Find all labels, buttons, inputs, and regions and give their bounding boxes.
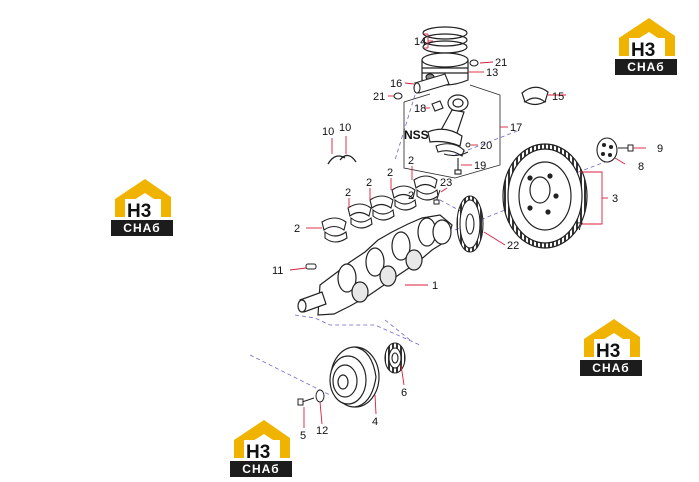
callout-10-b: 10 bbox=[339, 122, 351, 134]
callout-21: 21 bbox=[495, 57, 507, 69]
callout-16: 16 bbox=[390, 78, 402, 90]
piston-pin bbox=[413, 73, 450, 94]
callout-2-b: 2 bbox=[345, 187, 351, 199]
callout-11: 11 bbox=[272, 265, 283, 277]
callout-2-d: 2 bbox=[387, 167, 393, 179]
pulley-washer bbox=[315, 389, 325, 403]
watermark-logo: H3 CHAб bbox=[111, 177, 175, 237]
callout-2-c: 2 bbox=[366, 177, 372, 189]
crank-key bbox=[305, 263, 317, 270]
conrod-group-frame bbox=[403, 84, 501, 179]
house-logo-icon: H3 bbox=[234, 420, 290, 462]
watermark-caption: CHAб bbox=[111, 220, 173, 236]
callout-22: 22 bbox=[507, 240, 519, 252]
callout-17: 17 bbox=[510, 122, 522, 134]
flywheel bbox=[502, 143, 588, 249]
bearing-pair-3 bbox=[369, 195, 395, 221]
svg-text:H3: H3 bbox=[631, 40, 655, 60]
bearing-pair-4 bbox=[391, 185, 417, 211]
callout-18: 18 bbox=[414, 103, 426, 115]
callout-23: 23 bbox=[440, 177, 452, 189]
thrust-washers bbox=[327, 154, 357, 165]
bolt-23 bbox=[433, 189, 441, 205]
crankshaft bbox=[297, 214, 453, 316]
watermark-caption: CHAб bbox=[580, 360, 642, 376]
flywheel-plate bbox=[596, 137, 618, 163]
main-bearing-shell-15 bbox=[521, 86, 549, 106]
rod-bearing-shells bbox=[435, 143, 469, 157]
crank-pulley bbox=[329, 346, 380, 408]
connecting-rod bbox=[427, 94, 469, 147]
callout-2-f: 2 bbox=[408, 190, 414, 202]
callout-10: 10 bbox=[322, 126, 334, 138]
callout-13: 13 bbox=[486, 67, 498, 79]
callout-21-b: 21 bbox=[373, 91, 385, 103]
callout-7: 7 bbox=[577, 221, 583, 233]
callout-2-a: 2 bbox=[294, 223, 300, 235]
svg-text:H3: H3 bbox=[127, 201, 151, 221]
house-logo-icon: H3 bbox=[584, 319, 640, 361]
bearing-pair-1 bbox=[321, 217, 348, 243]
callout-15: 15 bbox=[552, 91, 564, 103]
svg-text:H3: H3 bbox=[246, 442, 270, 462]
bearing-pair-5 bbox=[413, 175, 439, 201]
callout-1: 1 bbox=[432, 280, 438, 292]
rod-dowel bbox=[465, 142, 471, 148]
piston-rings bbox=[422, 26, 468, 54]
crank-timing-gear bbox=[456, 195, 484, 253]
callout-12: 12 bbox=[316, 425, 328, 437]
watermark-logo: H3 CHAб bbox=[615, 16, 679, 76]
callout-nss: NSS bbox=[404, 128, 429, 142]
crank-sprocket bbox=[384, 342, 406, 374]
callout-20: 20 bbox=[480, 140, 492, 152]
small-end-bush bbox=[431, 100, 444, 112]
rod-bolt bbox=[454, 158, 462, 175]
callout-2-e: 2 bbox=[408, 155, 414, 167]
pulley-bolt bbox=[297, 397, 315, 406]
callout-8: 8 bbox=[638, 161, 644, 173]
bearing-pair-2 bbox=[347, 203, 373, 229]
callout-5: 5 bbox=[300, 430, 306, 442]
watermark-logo: H3 CHAб bbox=[580, 317, 644, 377]
callout-4: 4 bbox=[372, 416, 378, 428]
callout-19: 19 bbox=[474, 160, 486, 172]
watermark-logo: H3 CHAб bbox=[230, 418, 294, 478]
callout-3: 3 bbox=[612, 193, 618, 205]
watermark-caption: CHAб bbox=[615, 59, 677, 75]
leader-lines bbox=[289, 33, 646, 428]
callout-labels: 14 21 13 16 21 15 18 17 NSS 20 19 10 10 … bbox=[272, 36, 663, 442]
svg-text:H3: H3 bbox=[596, 341, 620, 361]
callout-14: 14 bbox=[414, 36, 426, 48]
callout-6: 6 bbox=[401, 387, 407, 399]
house-logo-icon: H3 bbox=[619, 18, 675, 60]
callout-9: 9 bbox=[657, 143, 663, 155]
flywheel-bolt bbox=[618, 144, 634, 152]
house-logo-icon: H3 bbox=[115, 179, 171, 221]
watermark-caption: CHAб bbox=[230, 461, 292, 477]
